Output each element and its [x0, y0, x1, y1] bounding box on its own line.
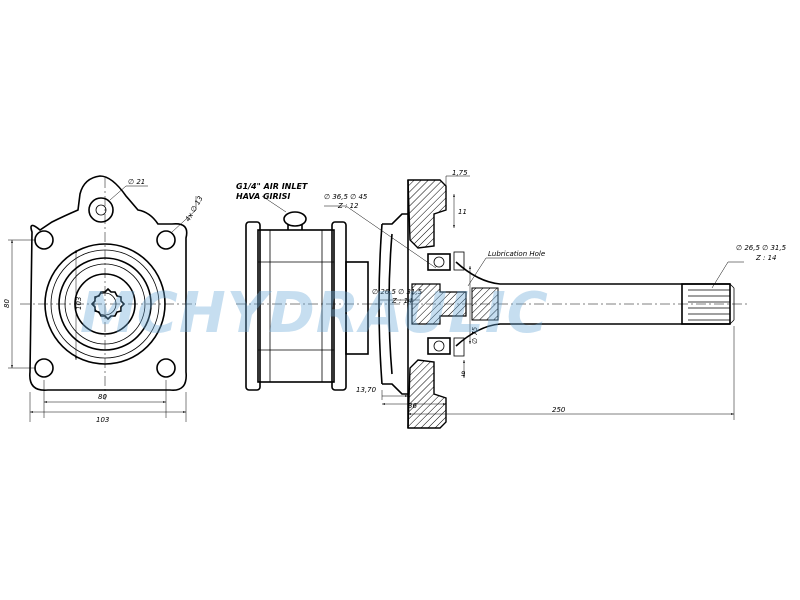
- dim-spline-shaft-z: Z : 14: [755, 254, 777, 262]
- dim-spline-inner-z: Z : 14: [391, 297, 413, 305]
- dim-spline-large: ∅ 36,5 ∅ 45: [324, 193, 368, 201]
- dim-11: 11: [458, 208, 467, 216]
- side-view: [236, 195, 380, 391]
- lubrication-hole-label: Lubrication Hole: [488, 250, 545, 258]
- dim-spline-inner: ∅ 26,5 ∅ 31,5: [372, 288, 423, 296]
- watermark: MCHYDRAULIC: [80, 281, 549, 346]
- dim-width-inner: 80: [98, 393, 107, 401]
- dim-36: 36: [408, 402, 417, 410]
- section-view: [324, 175, 748, 429]
- dim-9: 9: [461, 370, 466, 378]
- dim-spline-large-z: Z : 12: [337, 202, 359, 210]
- air-inlet-label-tr: HAVA GIRISI: [236, 192, 290, 201]
- dim-chamfer: 1,75: [452, 169, 468, 177]
- dim-75: ∅ 75: [471, 326, 479, 344]
- front-view: [8, 175, 197, 422]
- dim-spline-shaft: ∅ 26,5 ∅ 31,5: [736, 244, 787, 252]
- dim-hole-dia: ∅ 21: [128, 178, 145, 186]
- dim-bolt-holes: 4x ∅ 13: [184, 195, 205, 223]
- dim-height: 80: [3, 299, 11, 308]
- dim-bore: 103: [75, 297, 83, 310]
- dim-13-70: 13,70: [356, 386, 377, 394]
- air-inlet-label: G1/4" AIR INLET: [236, 182, 308, 191]
- dim-250: 250: [552, 406, 566, 414]
- dim-width-outer: 103: [96, 416, 109, 424]
